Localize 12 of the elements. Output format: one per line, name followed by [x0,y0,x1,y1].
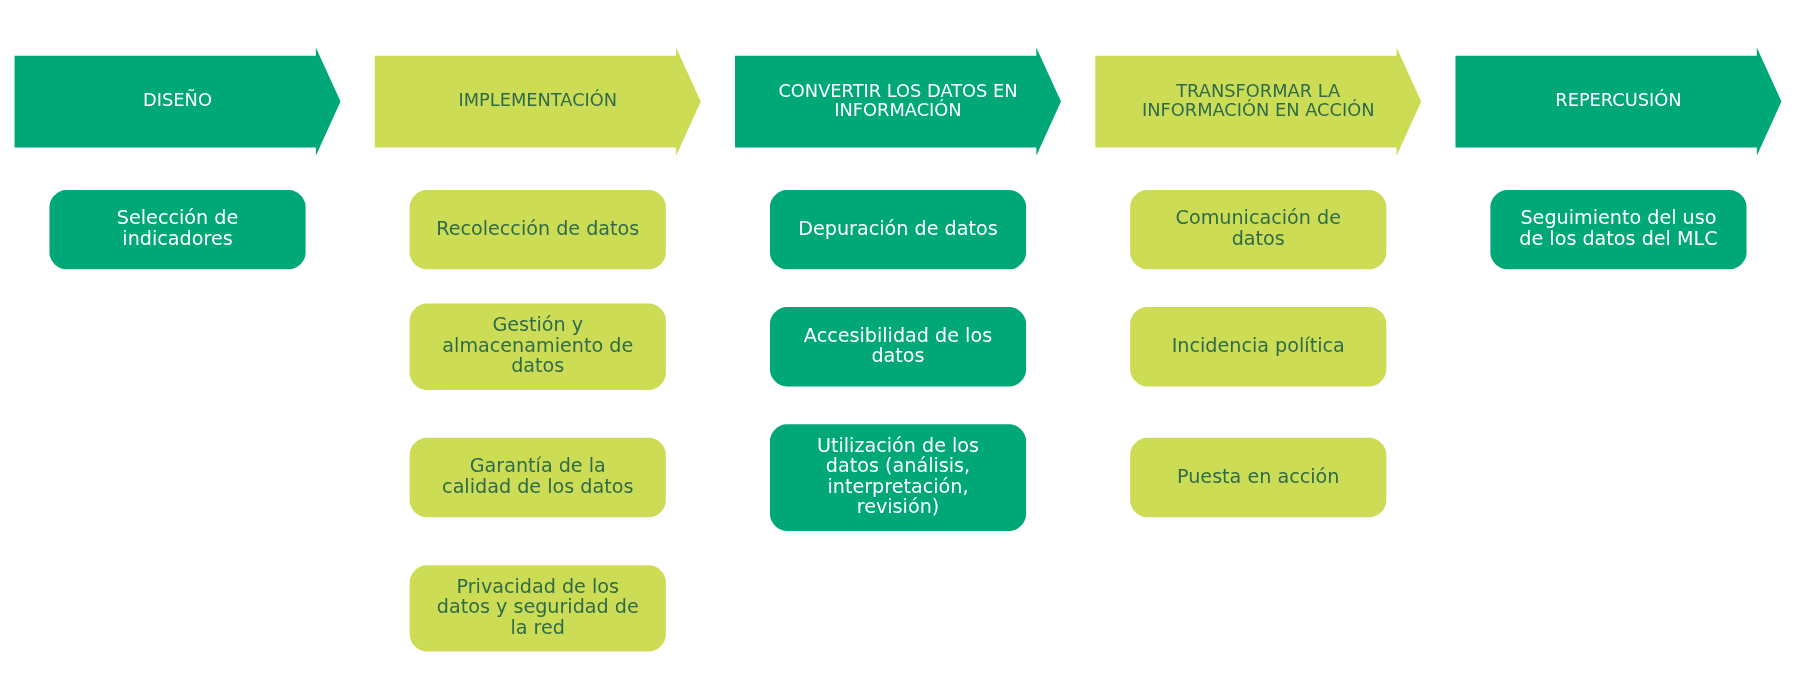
node-box: Gestión y almacenamiento de datos [409,303,666,390]
node-box: Comunicación de datos [1130,189,1387,270]
node-box: Depuración de datos [769,189,1027,270]
node-box: Recolección de datos [409,189,666,270]
node-box: Accesibilidad de los datos [769,307,1027,387]
node-box: Selección de indicadores [49,189,306,270]
node-box: Privacidad de los datos y seguridad de la red [409,565,666,652]
node-box: Seguimiento del uso de los datos del MLC [1490,189,1747,270]
node-box: Garantía de la calidad de los datos [409,437,666,518]
node-box: Puesta en acción [1130,437,1387,518]
node-box: Utilización de los datos (análisis, interpretación, revisión) [769,424,1027,531]
node-box: Incidencia política [1130,307,1387,387]
